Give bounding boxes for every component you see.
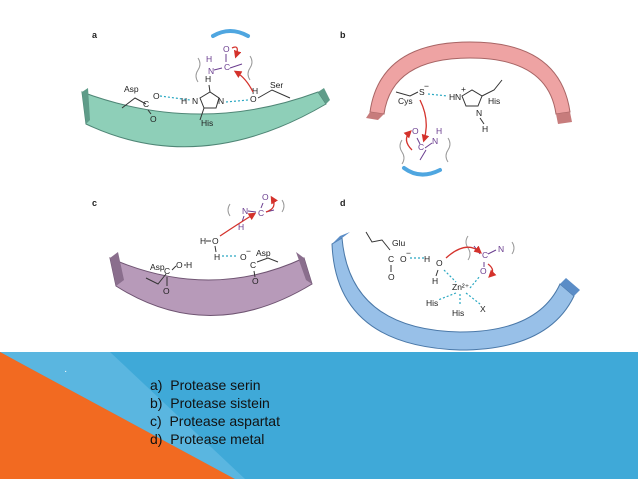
svg-text:H: H bbox=[181, 96, 187, 106]
svg-text:N: N bbox=[432, 136, 438, 146]
svg-text:C: C bbox=[388, 254, 394, 264]
answer-list: a) Protease serin b) Protease sistein c)… bbox=[150, 376, 280, 448]
svg-text:H: H bbox=[424, 254, 430, 264]
svg-text:O: O bbox=[400, 254, 407, 264]
panel-c-asp-right: Asp bbox=[256, 248, 271, 258]
svg-text:O: O bbox=[480, 266, 487, 276]
svg-text:H: H bbox=[252, 86, 258, 96]
svg-text:C: C bbox=[418, 142, 424, 152]
svg-text:−: − bbox=[406, 248, 411, 258]
svg-text:O: O bbox=[212, 236, 219, 246]
panel-c: c Asp C O O H H O H O − C O Asp O C N H bbox=[92, 192, 313, 316]
svg-text:C: C bbox=[224, 62, 230, 72]
panel-b-cys: Cys bbox=[398, 96, 413, 106]
svg-text:O: O bbox=[262, 192, 269, 202]
svg-text:O: O bbox=[223, 44, 230, 54]
panel-a-his: His bbox=[201, 118, 213, 128]
svg-text:H: H bbox=[436, 126, 442, 136]
svg-text:H: H bbox=[449, 92, 455, 102]
panel-d-his-2: His bbox=[452, 308, 464, 318]
svg-text:H: H bbox=[186, 260, 192, 270]
answer-item-b: b) Protease sistein bbox=[150, 395, 270, 411]
svg-text:N: N bbox=[218, 96, 224, 106]
svg-text:H: H bbox=[482, 124, 488, 134]
svg-text:C: C bbox=[482, 250, 488, 260]
svg-text:N: N bbox=[192, 96, 198, 106]
svg-text:H: H bbox=[200, 236, 206, 246]
panel-c-enzyme-band bbox=[109, 257, 313, 316]
panel-b-label: b bbox=[340, 30, 346, 40]
svg-text:−: − bbox=[246, 246, 251, 256]
svg-text:O: O bbox=[252, 276, 259, 286]
svg-text:C: C bbox=[164, 266, 170, 276]
svg-text:+: + bbox=[461, 84, 466, 94]
panel-a-ser: Ser bbox=[270, 80, 283, 90]
footer-banner bbox=[0, 352, 638, 479]
answer-item-a: a) Protease serin bbox=[150, 377, 261, 393]
svg-text:N: N bbox=[242, 206, 248, 216]
panel-d-label: d bbox=[340, 198, 346, 208]
answer-item-d: d) Protease metal bbox=[150, 431, 265, 447]
svg-text:N: N bbox=[476, 108, 482, 118]
panel-b: b Cys S − H N + N H His O C N H bbox=[340, 30, 572, 177]
panel-a: a Asp C O O N N H H His O Ser H O C N H bbox=[81, 29, 330, 148]
svg-text:H: H bbox=[206, 54, 212, 64]
panel-d-x: X bbox=[480, 304, 486, 314]
panel-d-his-1: His bbox=[426, 298, 438, 308]
panel-d-enzyme-band bbox=[331, 237, 575, 351]
svg-text:O: O bbox=[412, 126, 419, 136]
svg-text:C: C bbox=[143, 99, 149, 109]
svg-text:H: H bbox=[238, 222, 244, 232]
svg-text:O: O bbox=[250, 94, 257, 104]
svg-text:O: O bbox=[163, 286, 170, 296]
svg-text:N: N bbox=[455, 92, 461, 102]
svg-text:O: O bbox=[153, 91, 160, 101]
panel-d-glu: Glu bbox=[392, 238, 406, 248]
footer-light-stripe bbox=[0, 352, 245, 479]
svg-text:C: C bbox=[250, 260, 256, 270]
svg-text:C: C bbox=[258, 208, 264, 218]
svg-text:N: N bbox=[208, 66, 214, 76]
panel-d-zinc: Zn²⁺ bbox=[452, 282, 470, 292]
panel-c-label: c bbox=[92, 198, 97, 208]
panel-a-label: a bbox=[92, 30, 98, 40]
panel-c-asp-left: Asp bbox=[150, 262, 165, 272]
svg-text:O: O bbox=[240, 252, 247, 262]
panel-a-enzyme-band bbox=[81, 91, 327, 148]
svg-text:O: O bbox=[436, 258, 443, 268]
svg-text:N: N bbox=[498, 244, 504, 254]
svg-text:H: H bbox=[432, 276, 438, 286]
svg-text:O: O bbox=[150, 114, 157, 124]
svg-text:O: O bbox=[176, 260, 183, 270]
svg-text:H: H bbox=[214, 252, 220, 262]
svg-text:O: O bbox=[388, 272, 395, 282]
panel-b-his: His bbox=[488, 96, 500, 106]
panel-a-enzyme-band-side bbox=[82, 88, 90, 124]
svg-text:H: H bbox=[205, 74, 211, 84]
panel-a-asp: Asp bbox=[124, 84, 139, 94]
footer-bullet: · bbox=[64, 366, 68, 377]
svg-text:S: S bbox=[419, 87, 425, 97]
svg-text:−: − bbox=[424, 81, 429, 91]
panel-d: d Glu C O − O H O H Zn²⁺ His His X O C N bbox=[331, 198, 580, 351]
answer-item-c: c) Protease aspartat bbox=[150, 413, 280, 429]
